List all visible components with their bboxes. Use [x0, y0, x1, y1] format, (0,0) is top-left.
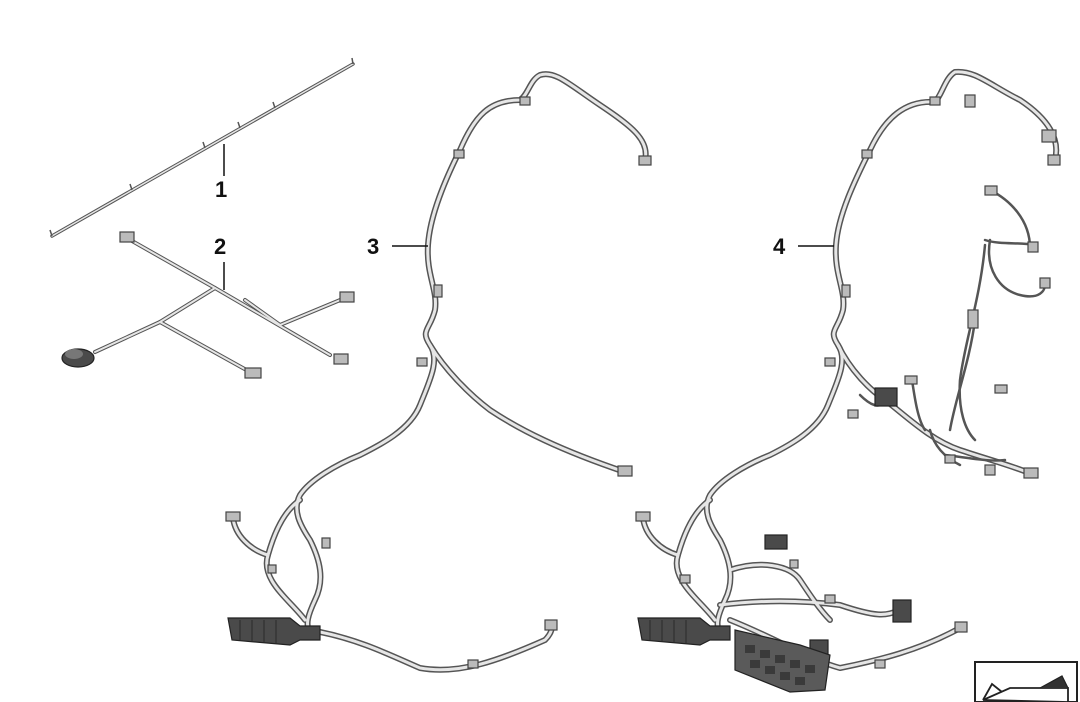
callout-label-2: 2 [214, 234, 227, 259]
callout-label-1: 1 [215, 177, 228, 202]
seat-harness-part-3 [225, 71, 652, 673]
thin-wire-part-1 [49, 57, 355, 238]
seat-harness-part-4 [635, 68, 1061, 693]
small-harness-part-2 [61, 231, 355, 379]
callout-label-3: 3 [367, 234, 380, 259]
corner-symbol-icon [974, 661, 1078, 702]
callout-label-4: 4 [773, 234, 786, 259]
